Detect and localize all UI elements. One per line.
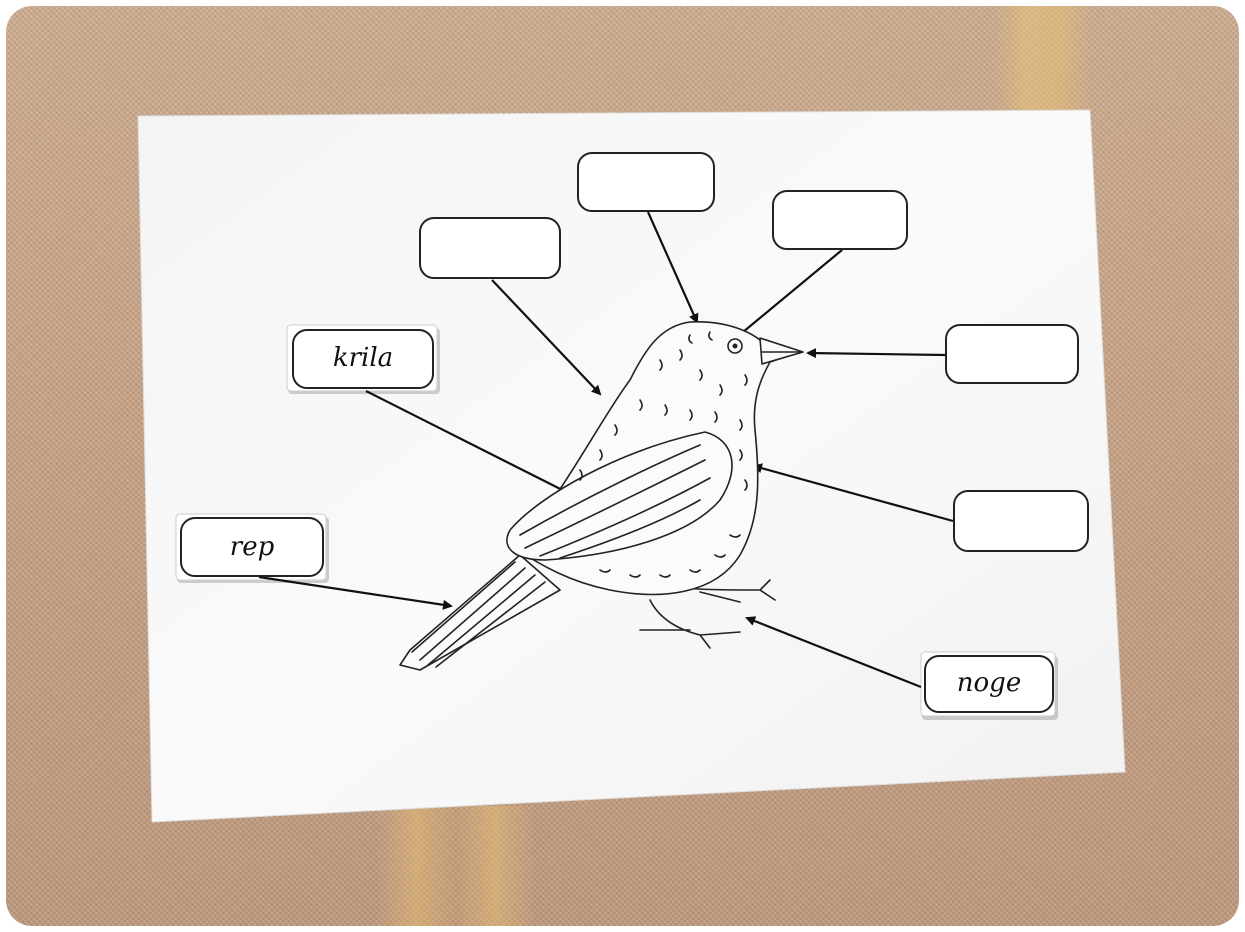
label-text-legs: noge [957,668,1021,698]
label-text-tail: rep [230,532,275,562]
label-text-wings: krila [333,343,393,373]
label-card-wings: krila [287,325,440,394]
label-card-tail: rep [176,514,329,583]
empty-label-box [946,325,1078,383]
empty-label-box [578,153,714,211]
empty-label-box [954,491,1088,551]
label-card-legs: noge [921,652,1058,720]
empty-label-box [420,218,560,278]
empty-label-box [773,191,907,249]
